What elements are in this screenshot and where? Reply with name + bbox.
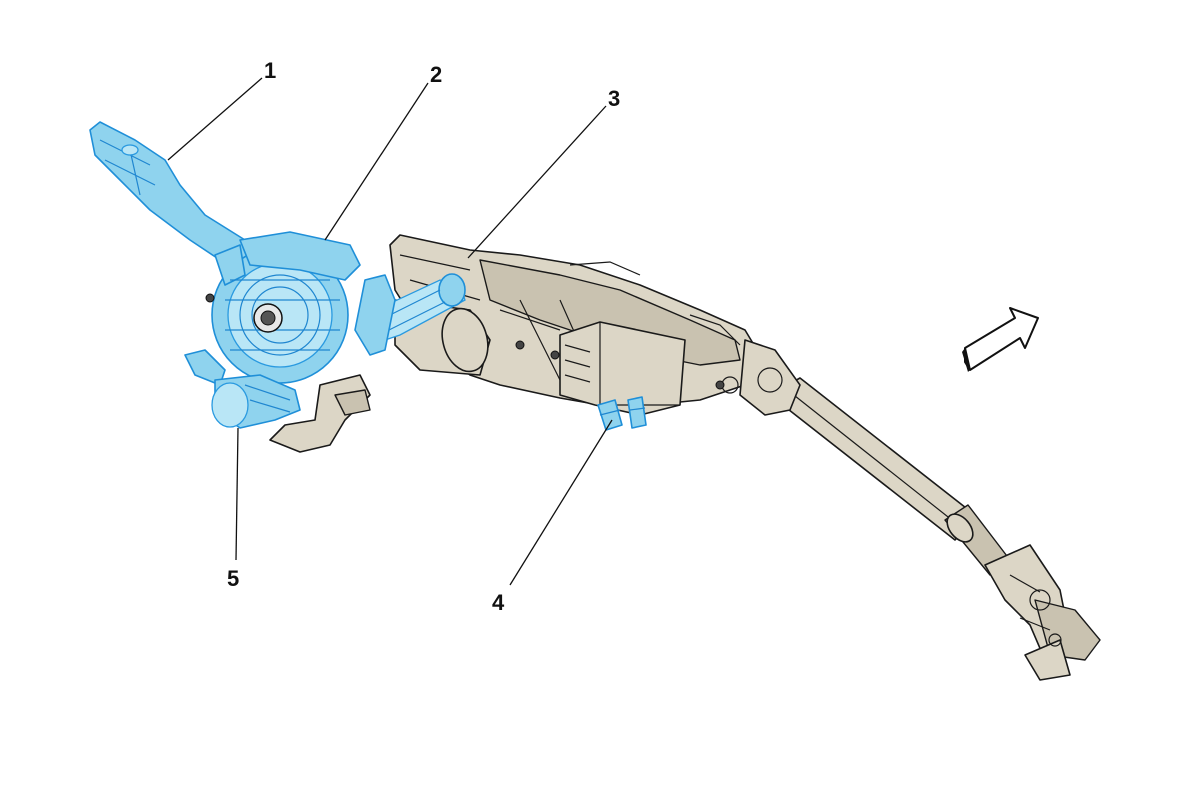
leader-lines bbox=[167, 77, 613, 586]
intermediate-shaft bbox=[769, 377, 1101, 681]
callout-1: 1 bbox=[264, 58, 276, 83]
electrical-connector bbox=[597, 396, 647, 431]
callout-3: 3 bbox=[608, 86, 620, 111]
callout-4: 4 bbox=[492, 590, 505, 615]
callout-2: 2 bbox=[430, 62, 442, 87]
wiper-stalk bbox=[89, 121, 256, 271]
tilt-release-lever bbox=[269, 374, 371, 453]
callout-5: 5 bbox=[227, 566, 239, 591]
forward-arrow-icon bbox=[962, 307, 1039, 372]
lower-switch-module bbox=[184, 349, 301, 429]
right-stalk-switch bbox=[354, 273, 466, 356]
steering-column-housing bbox=[389, 234, 801, 416]
clock-spring-assembly bbox=[205, 231, 361, 403]
